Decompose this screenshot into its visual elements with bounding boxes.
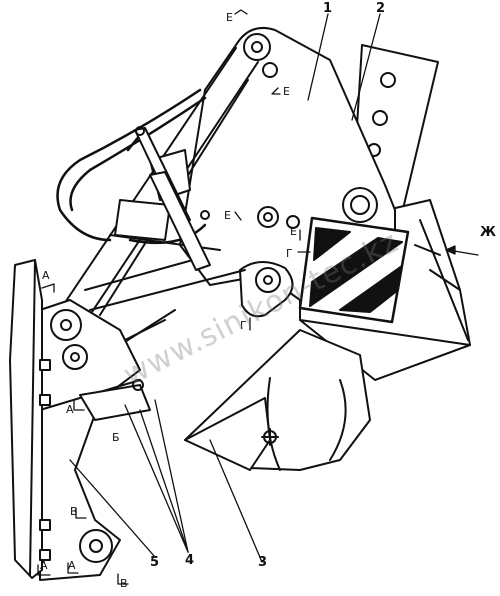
section-mark-e-top-lower: Е	[283, 85, 290, 98]
section-mark-a-bottom-left: А	[40, 559, 48, 572]
callout-3: 3	[258, 555, 268, 570]
section-mark-e-right: Е	[290, 225, 297, 238]
section-mark-e-top: Е	[226, 11, 233, 24]
callout-2: 2	[376, 1, 386, 16]
callout-1: 1	[323, 1, 333, 16]
warning-stripe-plate	[298, 216, 410, 324]
section-mark-ticks	[37, 9, 311, 585]
hydraulic-hoses	[56, 88, 207, 245]
section-mark-v-bottom: В	[120, 577, 128, 590]
section-mark-g-mid: Г	[286, 247, 293, 260]
bucket-body-3	[184, 329, 371, 471]
section-mark-g-lower: Г	[240, 319, 247, 332]
callout-4: 4	[185, 553, 195, 568]
section-mark-v-mid: В	[70, 505, 78, 518]
view-mark-zh: Ж	[480, 225, 496, 240]
leader-lines	[69, 13, 479, 563]
section-mark-a-mid: А	[66, 403, 74, 416]
section-mark-a-bottom-right: А	[68, 559, 76, 572]
cutting-blade	[9, 259, 51, 579]
quick-coupler-frame-5	[39, 299, 151, 581]
section-mark-e-mid: Е	[224, 209, 231, 222]
callout-5: 5	[150, 555, 160, 570]
hydraulic-cylinders-4	[104, 126, 211, 351]
section-mark-a-left-top: А	[42, 269, 50, 282]
section-mark-b-mid: Б	[112, 431, 120, 444]
